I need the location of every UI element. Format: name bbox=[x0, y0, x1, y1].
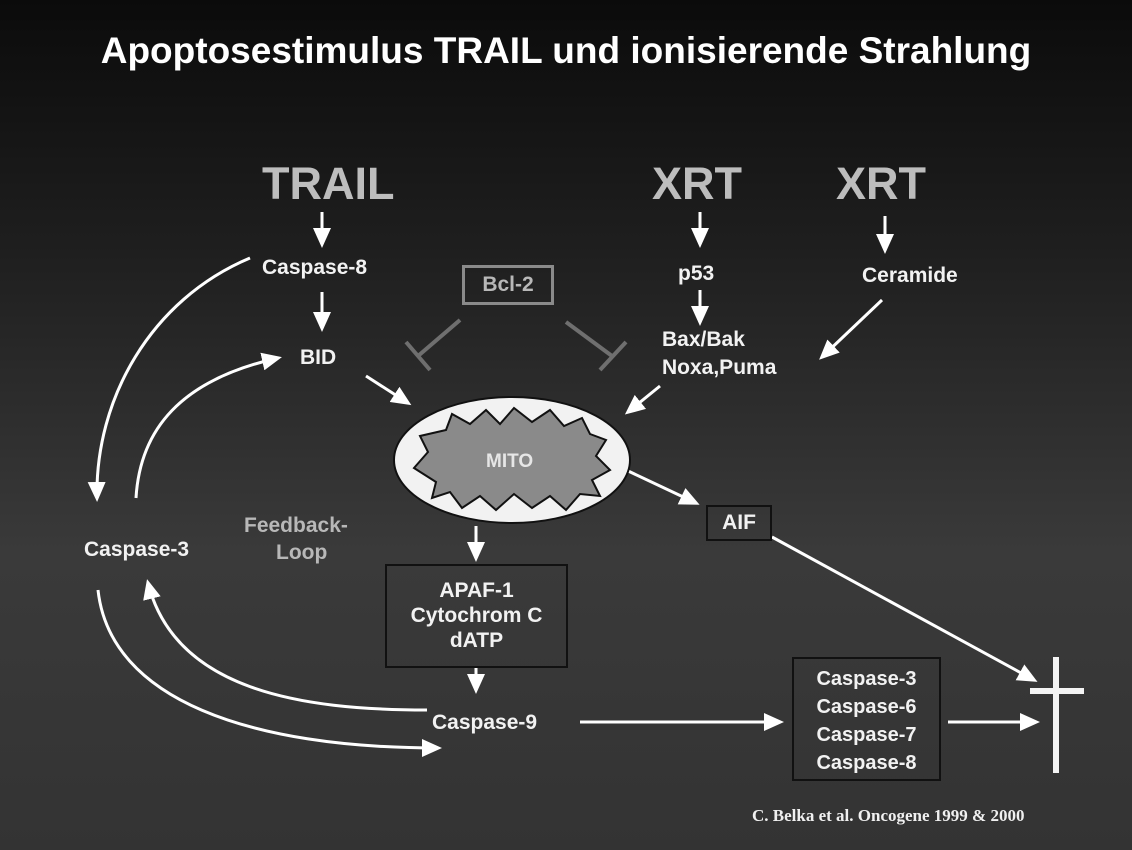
node-bid: BID bbox=[300, 346, 337, 369]
node-noxa-puma: Noxa,Puma bbox=[662, 356, 777, 379]
inhibitor-bcl2-bid-bar bbox=[404, 340, 432, 372]
feedback-loop-line-1: Feedback- bbox=[244, 514, 348, 537]
arrow-ceramide-noxa bbox=[819, 298, 884, 360]
effector-caspase-3: Caspase-3 bbox=[816, 668, 917, 690]
arrow-mito-aif bbox=[625, 468, 700, 505]
stimulus-xrt-2: XRT bbox=[836, 158, 926, 209]
effector-caspase-7: Caspase-7 bbox=[816, 724, 917, 746]
bcl-2-label: Bcl-2 bbox=[482, 273, 534, 296]
node-mito: MITO bbox=[486, 451, 534, 472]
arrow-baxbak-mito bbox=[624, 384, 661, 415]
effector-caspase-6: Caspase-6 bbox=[816, 696, 917, 718]
stimulus-trail: TRAIL bbox=[262, 158, 395, 209]
node-caspase-9: Caspase-9 bbox=[432, 711, 538, 734]
inhibitor-bcl2-baxbak-bar bbox=[598, 340, 628, 372]
death-cross-icon bbox=[1030, 657, 1084, 773]
apoptosome-cytochrom-c: Cytochrom C bbox=[410, 604, 543, 627]
curve-caspase3-bid bbox=[134, 352, 282, 499]
curve-caspase8-caspase3 bbox=[87, 256, 251, 502]
node-aif: AIF bbox=[706, 505, 772, 541]
inhibitor-bcl2-baxbak bbox=[564, 320, 614, 358]
curve-caspase3-caspase9 bbox=[96, 589, 442, 757]
node-p53: p53 bbox=[678, 262, 715, 285]
node-bcl-2: Bcl-2 bbox=[462, 265, 554, 305]
apoptosome-datp: dATP bbox=[449, 629, 504, 652]
effector-caspases-box: Caspase-3 Caspase-6 Caspase-7 Caspase-8 bbox=[792, 657, 941, 781]
inhibitor-bcl2-bid bbox=[416, 318, 462, 358]
arrow-aif-cross bbox=[771, 535, 1038, 682]
aif-label: AIF bbox=[722, 511, 756, 534]
stimulus-xrt-1: XRT bbox=[652, 158, 742, 209]
effector-caspase-8: Caspase-8 bbox=[816, 752, 917, 774]
mitochondrion-cristae bbox=[412, 406, 612, 512]
apoptosome-apaf-1: APAF-1 bbox=[439, 579, 514, 602]
citation: C. Belka et al. Oncogene 1999 & 2000 bbox=[752, 806, 1025, 825]
node-bax-bak: Bax/Bak bbox=[662, 328, 745, 351]
feedback-loop-line-2: Loop bbox=[276, 541, 328, 564]
apoptosome-box: APAF-1 Cytochrom C dATP bbox=[385, 564, 568, 668]
slide-title: Apoptosestimulus TRAIL und ionisierende … bbox=[100, 30, 1032, 71]
node-ceramide: Ceramide bbox=[862, 264, 958, 287]
arrow-bid-mito bbox=[365, 374, 412, 406]
node-caspase-3: Caspase-3 bbox=[84, 538, 190, 561]
curve-caspase9-caspase3 bbox=[143, 579, 428, 712]
node-caspase-8: Caspase-8 bbox=[262, 256, 368, 279]
